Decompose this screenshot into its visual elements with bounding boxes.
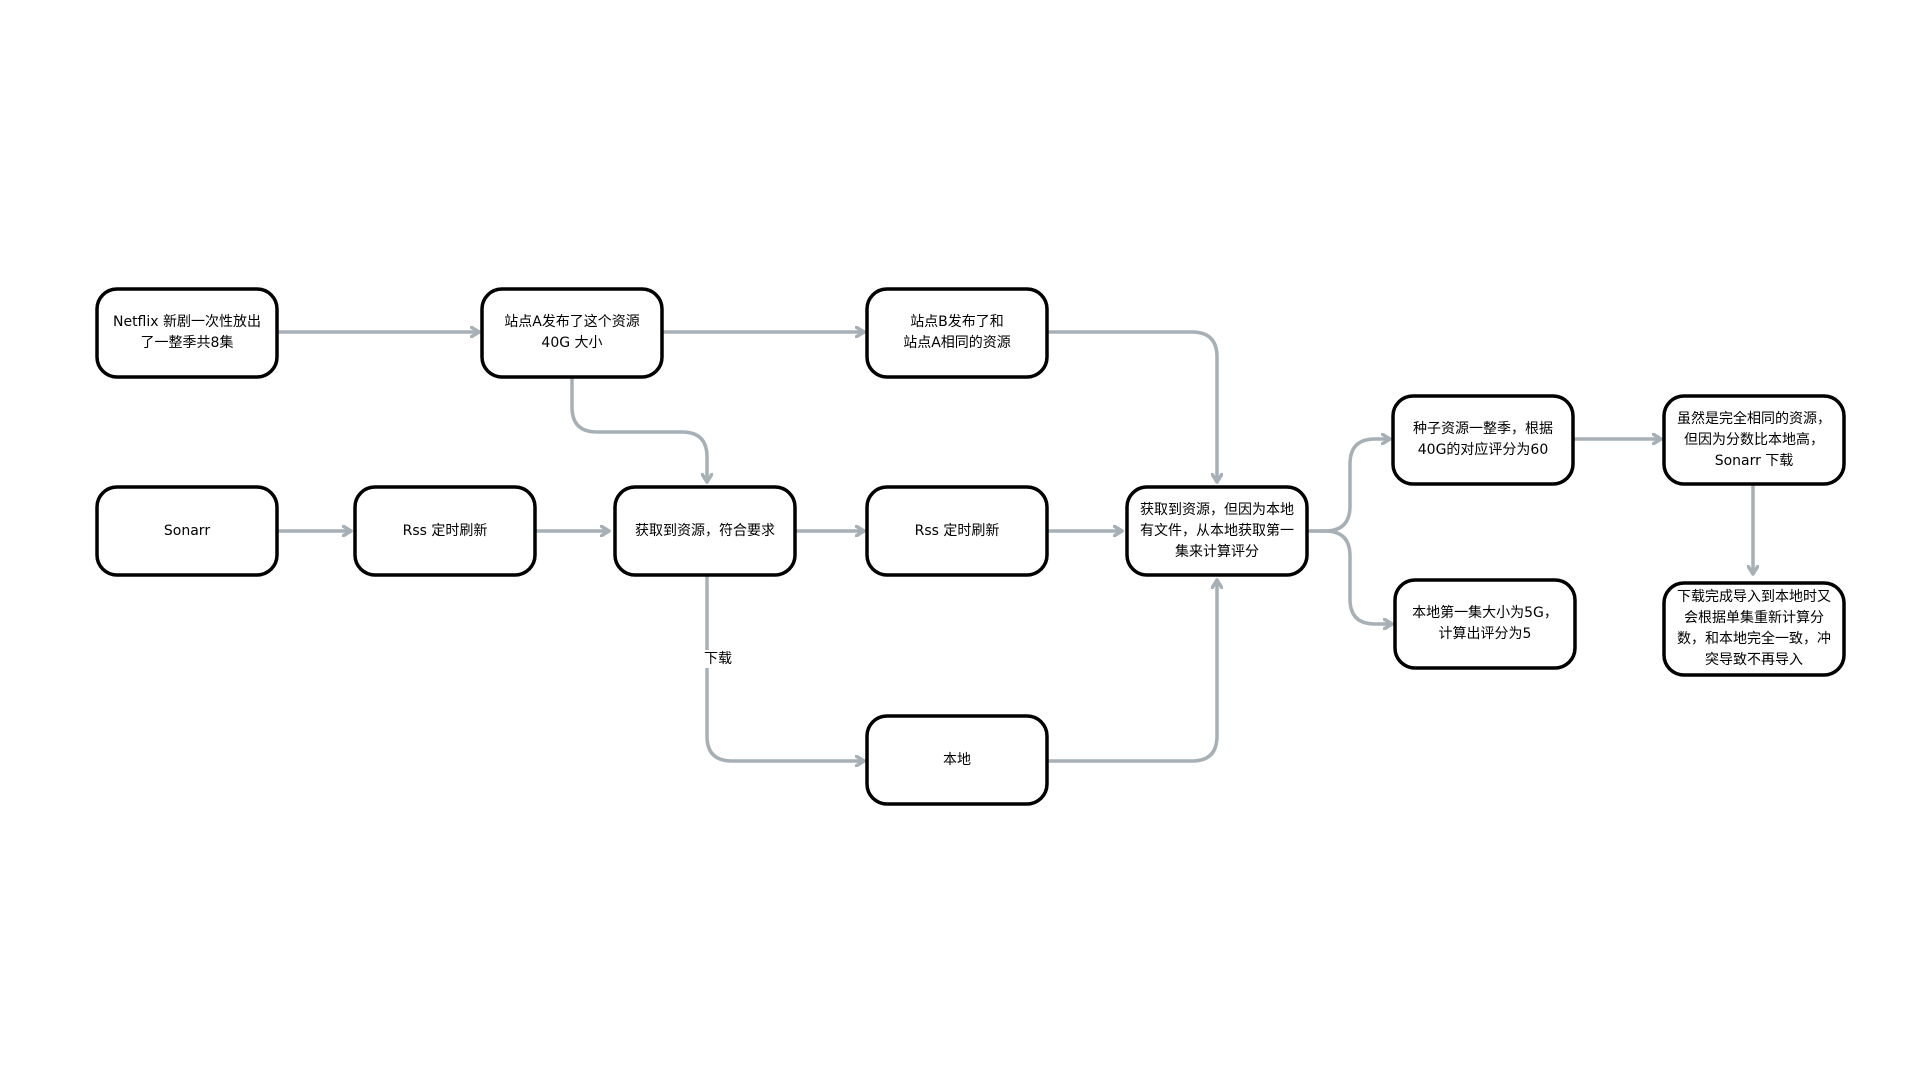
node-torrent-score: 种子资源一整季，根据 40G的对应评分为60 bbox=[1413, 421, 1553, 458]
node-conflict: 下载完成导入到本地时又 会根据单集重新计算分 数，和本地完全一致，冲 突导致不再… bbox=[1677, 589, 1831, 668]
node-box-site-a bbox=[480, 287, 664, 379]
node-local-file: 获取到资源，但因为本地 有文件，从本地获取第一 集来计算评分 bbox=[1140, 501, 1294, 560]
node-box-local bbox=[865, 714, 1049, 806]
node-sonarr: Sonarr bbox=[163, 522, 211, 539]
edge-acquired-to-local bbox=[705, 574, 866, 761]
node-box-torrent-score bbox=[1391, 394, 1575, 486]
node-box-rss-2 bbox=[865, 485, 1049, 577]
node-box-local-score bbox=[1393, 578, 1577, 670]
node-sonarr-download: 虽然是完全相同的资源， 但因为分数比本地高， Sonarr 下载 bbox=[1677, 410, 1831, 469]
node-local-score: 本地第一集大小为5G， 计算出评分为5 bbox=[1412, 605, 1558, 642]
node-box-site-b bbox=[865, 287, 1049, 379]
node-box-local-file bbox=[1125, 485, 1309, 577]
edge-label-download: 下载 bbox=[702, 650, 734, 668]
node-box-acquired bbox=[613, 485, 797, 577]
node-box-sonarr-download bbox=[1662, 394, 1846, 486]
edge-local-file-to-torrent-score bbox=[1308, 439, 1392, 533]
edge-site-a-to-acquired bbox=[570, 375, 707, 484]
node-acquired: 获取到资源，符合要求 bbox=[635, 522, 775, 539]
node-rss-2: Rss 定时刷新 bbox=[914, 522, 1000, 539]
node-rss-1: Rss 定时刷新 bbox=[402, 522, 488, 539]
node-box-sonarr bbox=[95, 485, 279, 577]
edges bbox=[275, 330, 1753, 763]
node-box-rss-1 bbox=[353, 485, 537, 577]
node-box-netflix bbox=[95, 287, 279, 379]
node-site-b: 站点B发布了和 站点A相同的资源 bbox=[903, 314, 1011, 351]
node-local: 本地 bbox=[943, 751, 971, 768]
node-netflix: Netflix 新剧一次性放出 了一整季共8集 bbox=[112, 314, 262, 351]
node-site-a: 站点A发布了这个资源 40G 大小 bbox=[504, 314, 640, 351]
node-boxes bbox=[95, 287, 1846, 806]
edge-local-to-local-file bbox=[1045, 578, 1217, 763]
edge-site-b-to-local-file bbox=[1045, 330, 1217, 484]
edge-local-file-to-local-score bbox=[1308, 529, 1394, 624]
node-box-conflict bbox=[1662, 581, 1846, 677]
